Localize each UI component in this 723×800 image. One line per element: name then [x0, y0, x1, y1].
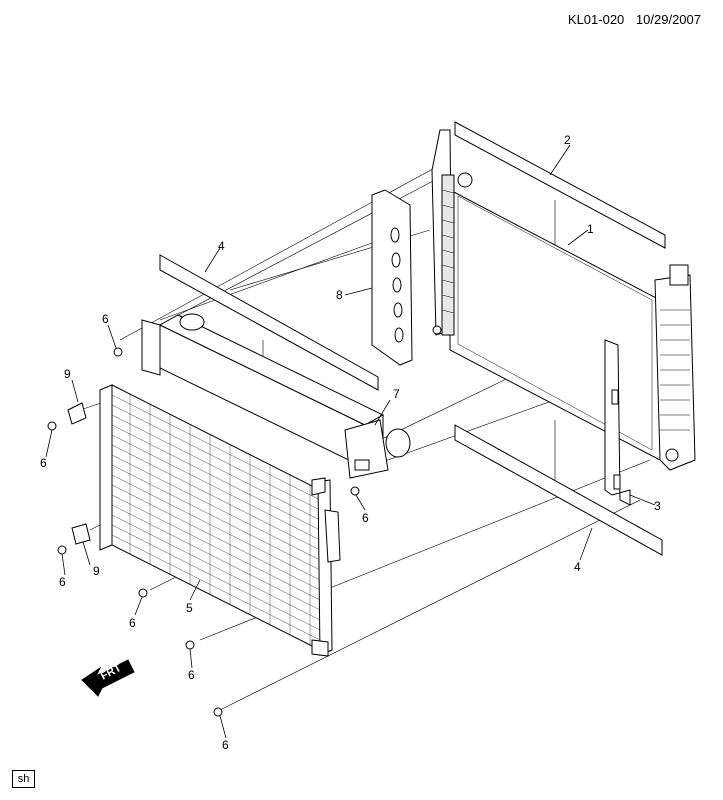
callout-numbers: 2 1 3 4 4 5 7 8 9 9 6 6 6 6 6 6 6	[40, 133, 661, 752]
callout-6-f: 6	[222, 738, 229, 752]
callout-4-upper: 4	[218, 239, 225, 253]
left-side-baffle	[371, 189, 413, 366]
bolts	[47, 347, 360, 717]
condenser	[99, 384, 341, 657]
upper-foam-strip	[159, 254, 379, 391]
diagram-date: 10/29/2007	[635, 12, 701, 27]
callout-9-lower: 9	[93, 564, 100, 578]
callout-6-a: 6	[102, 312, 109, 326]
callout-6-c: 6	[59, 575, 66, 589]
callout-6-d: 6	[129, 616, 136, 630]
callout-leaders	[45, 144, 656, 739]
diagram-code: KL01-020	[567, 12, 625, 27]
callout-7: 7	[393, 387, 400, 401]
bracket-lower	[71, 523, 91, 545]
callout-5: 5	[186, 601, 193, 615]
sheet-tag: sh	[12, 770, 35, 788]
callout-8: 8	[336, 288, 343, 302]
callout-4-lower: 4	[574, 560, 581, 574]
upper-insulator-strip	[454, 121, 666, 249]
bracket-upper	[67, 402, 87, 425]
callout-9-upper: 9	[64, 367, 71, 381]
callout-6-e: 6	[188, 668, 195, 682]
callout-2: 2	[564, 133, 571, 147]
callout-3: 3	[654, 499, 661, 513]
diagram-header: KL01-020 10/29/2007	[568, 12, 701, 27]
bolt-6e	[185, 640, 195, 650]
callout-6-g: 6	[362, 511, 369, 525]
callout-1: 1	[587, 222, 594, 236]
bolt-6c	[57, 545, 67, 555]
bolt-6g	[350, 486, 360, 496]
charge-air-cooler	[141, 313, 411, 479]
condenser-core-fins	[111, 394, 321, 644]
callout-6-b: 6	[40, 456, 47, 470]
right-side-baffle	[604, 339, 631, 506]
bolt-6d	[138, 588, 148, 598]
bolt-6f	[213, 707, 223, 717]
lower-foam-strip	[454, 424, 663, 556]
bolt-6b	[47, 421, 57, 431]
bolt-6a	[113, 347, 123, 357]
front-direction-arrow	[81, 659, 135, 697]
